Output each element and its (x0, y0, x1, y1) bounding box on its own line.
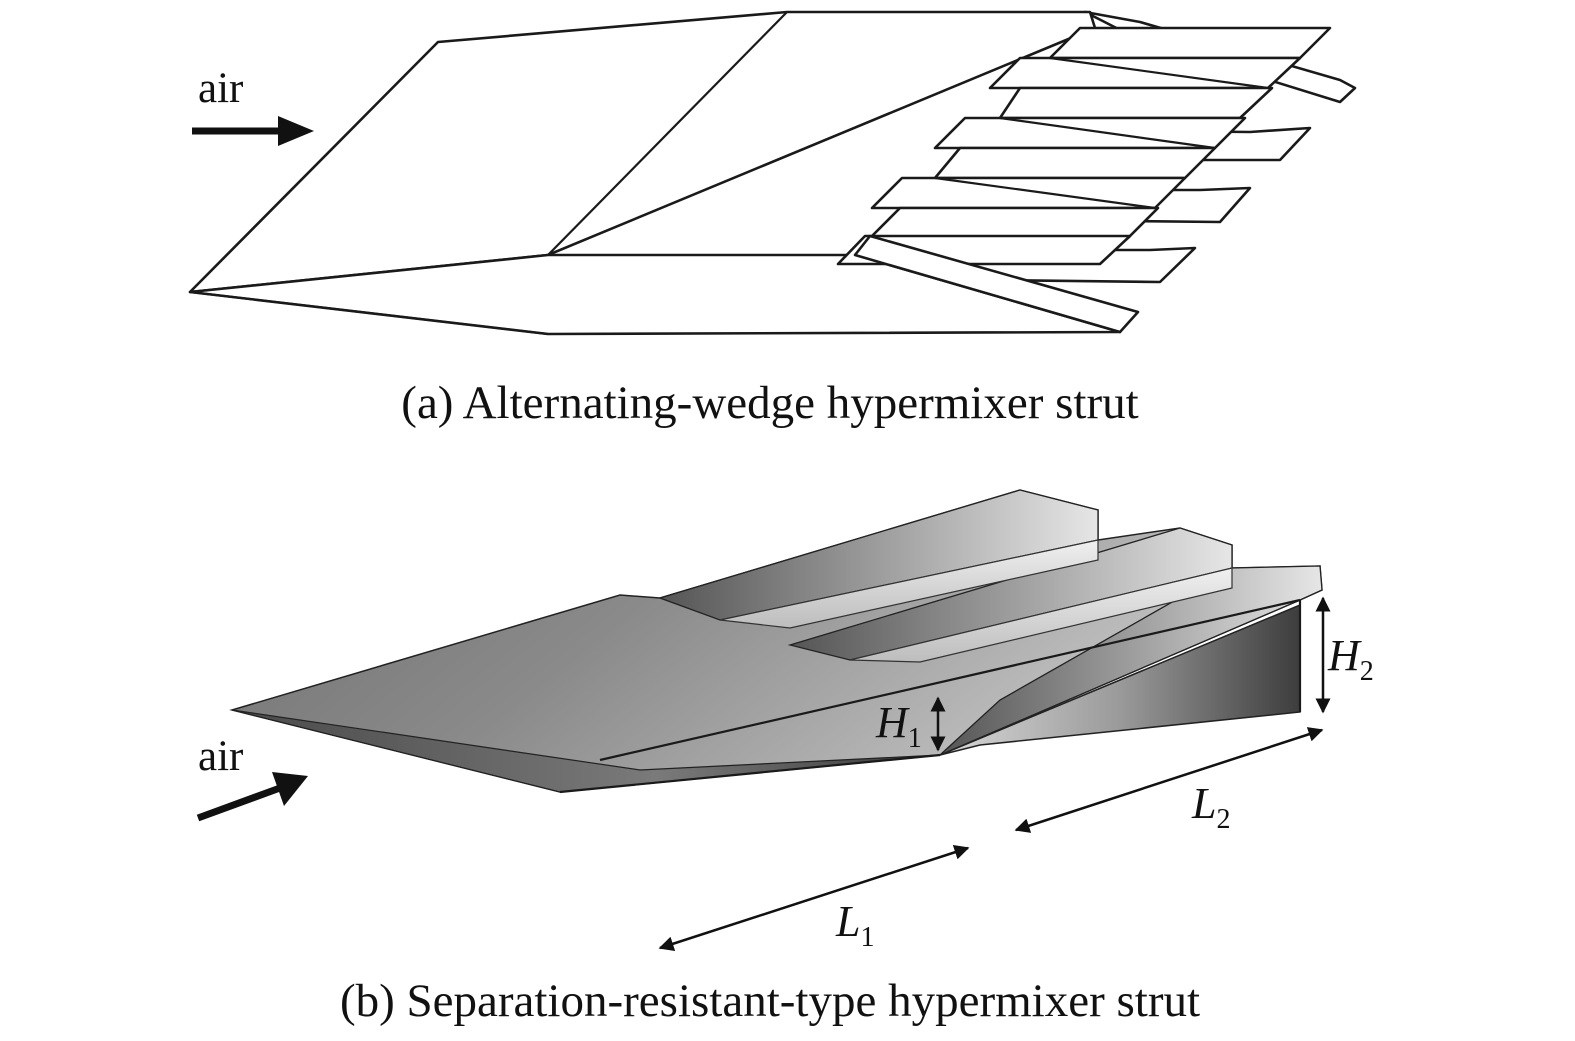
h1-subscript: 1 (908, 723, 922, 754)
h1-label: H1 (875, 698, 922, 754)
h1-symbol: H (875, 698, 910, 747)
panel-b-strut (229, 489, 1323, 794)
panel-a-bottom-finger (853, 234, 1140, 334)
panel-b-ridge-2 (787, 527, 1233, 661)
h2-label: H2 (1327, 631, 1374, 687)
l2-subscript: 2 (1216, 804, 1230, 835)
panel-a-air-arrow (192, 116, 314, 146)
h2-symbol: H (1327, 631, 1362, 680)
l2-symbol: L (1191, 779, 1216, 828)
panel-b-ramp-1 (719, 539, 1099, 629)
l1-symbol: L (835, 897, 860, 946)
l1-label: L1 (835, 897, 874, 953)
l2-label: L2 (1191, 779, 1230, 835)
panel-a-caption: (a) Alternating-wedge hypermixer strut (401, 377, 1138, 429)
l1-dimension-line (658, 845, 970, 951)
panel-a-strut (188, 10, 1357, 336)
panel-b-caption: (b) Separation-resistant-type hypermixer… (340, 975, 1200, 1027)
panel-b-air-arrow (196, 772, 308, 822)
panel-b-ramp-2 (849, 567, 1233, 663)
l1-subscript: 1 (860, 922, 874, 953)
panel-b-air-label: air (198, 733, 243, 780)
h2-subscript: 2 (1360, 656, 1374, 687)
l2-dimension-line (1014, 727, 1324, 833)
panel-b-ridge-1 (657, 489, 1099, 621)
panel-a-upper-fingers (836, 26, 1332, 334)
panel-a-air-label: air (198, 65, 243, 112)
